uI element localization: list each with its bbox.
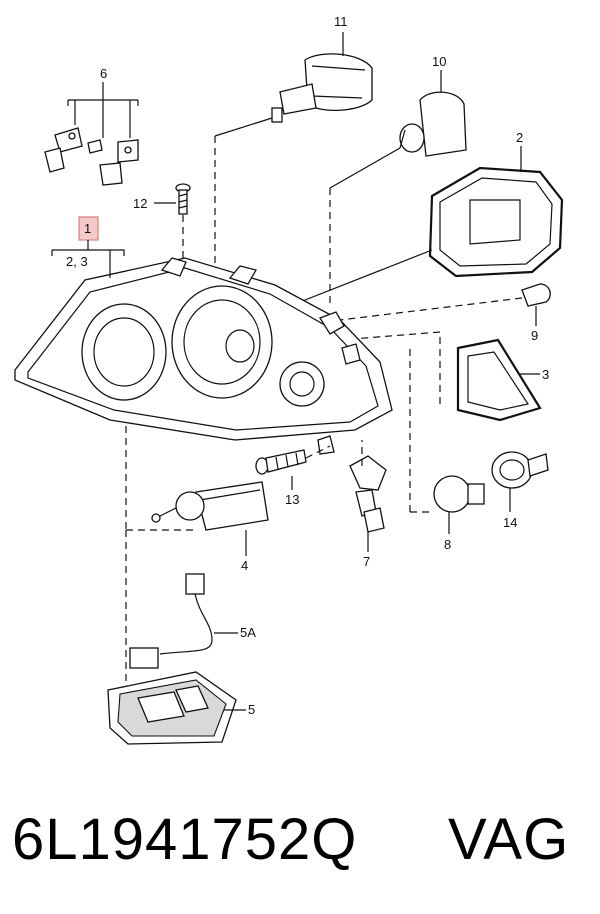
bulb-9 <box>521 283 551 326</box>
bulb-8 <box>433 475 485 534</box>
label-5: 5 <box>248 702 255 717</box>
control-unit-5 <box>107 671 246 745</box>
socket-14 <box>491 451 549 512</box>
clip-7 <box>349 455 387 552</box>
footer: 6L1941752Q VAG <box>0 800 600 880</box>
label-14: 14 <box>503 515 517 530</box>
housing-3 <box>456 338 542 422</box>
screw-13 <box>255 449 307 490</box>
label-7: 7 <box>363 554 370 569</box>
label-10: 10 <box>432 54 446 69</box>
label-13: 13 <box>285 492 299 507</box>
label-4: 4 <box>241 558 248 573</box>
label-8: 8 <box>444 537 451 552</box>
bulb-10 <box>399 70 467 157</box>
bracket-line-1 <box>51 240 125 256</box>
label-6: 6 <box>100 66 107 81</box>
label-9: 9 <box>531 328 538 343</box>
label-1: 1 <box>84 221 91 236</box>
label-12: 12 <box>133 196 147 211</box>
label-3: 3 <box>542 367 549 382</box>
label-2-3: 2, 3 <box>66 254 88 269</box>
cable-5a <box>129 573 238 669</box>
gasket-2 <box>428 146 564 278</box>
motor-4 <box>151 481 269 556</box>
screw-12 <box>154 183 191 215</box>
label-2: 2 <box>516 130 523 145</box>
label-11: 11 <box>334 14 348 29</box>
bulb-11 <box>271 32 373 123</box>
brand-name: VAG <box>448 807 570 872</box>
headlight-housing <box>14 257 393 455</box>
part-number: 6L1941752Q <box>12 807 358 872</box>
exploded-view-drawing: 6 1 2, 3 12 11 10 2 <box>14 14 564 745</box>
bracket-set-6 <box>44 82 139 186</box>
label-5a: 5A <box>240 625 256 640</box>
